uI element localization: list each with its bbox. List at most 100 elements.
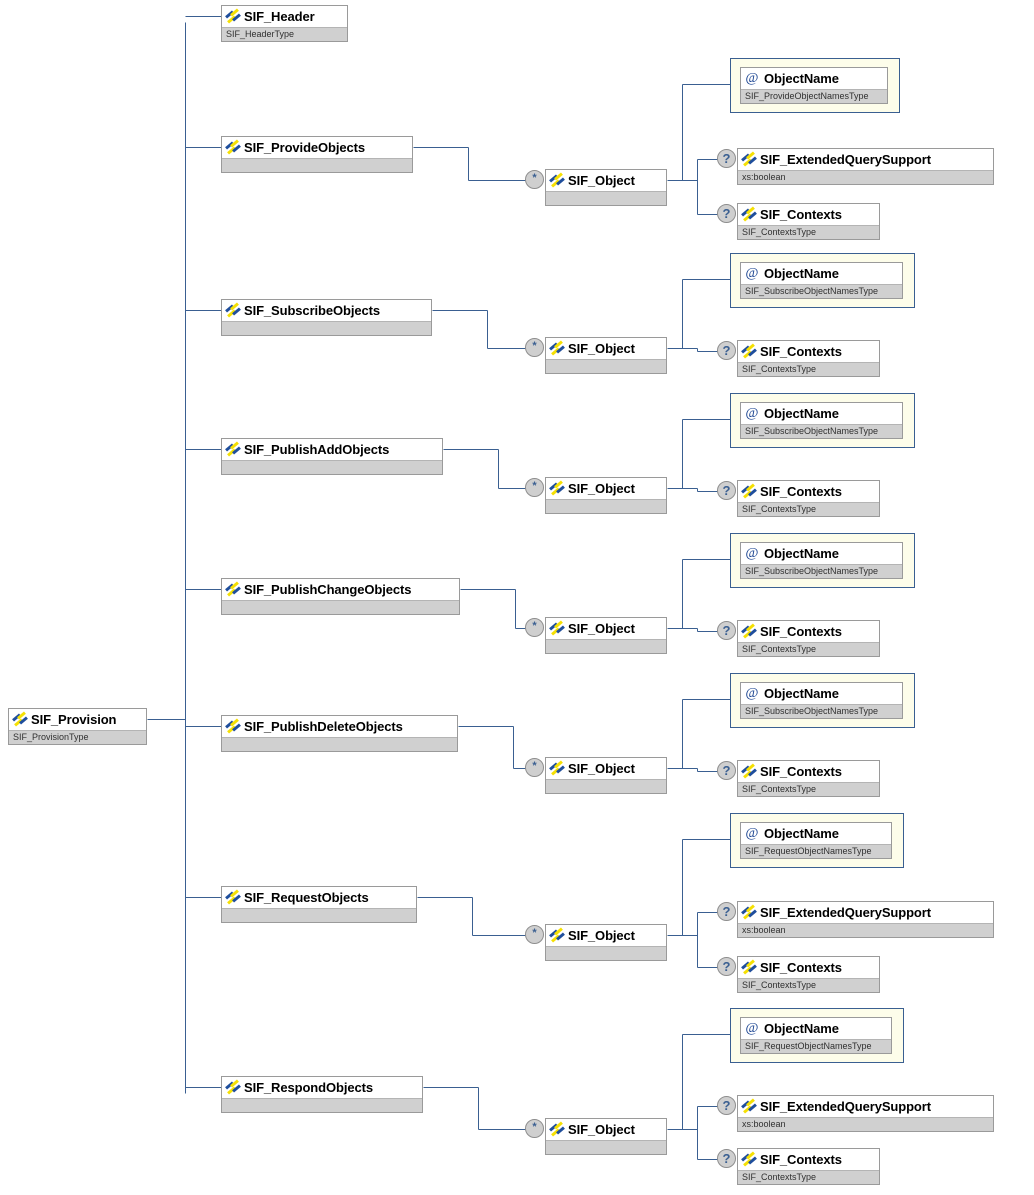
node-label: SIF_SubscribeObjects [244, 303, 380, 318]
element-icon [225, 302, 241, 318]
node-title-row: SIF_Object [546, 925, 666, 946]
node-label: SIF_Object [568, 481, 635, 496]
object-node-sif-object[interactable]: SIF_Object [545, 477, 667, 514]
branch-node-sif_provideobjects[interactable]: SIF_ProvideObjects [221, 136, 413, 173]
node-label: SIF_Object [568, 173, 635, 188]
occurrence-marker-unbounded: * [525, 925, 544, 944]
branch-node-sif_requestobjects[interactable]: SIF_RequestObjects [221, 886, 417, 923]
element-icon [741, 206, 757, 222]
element-icon [225, 889, 241, 905]
node-label: SIF_Contexts [760, 344, 842, 359]
optional-marker: ? [717, 621, 736, 640]
element-icon [225, 8, 241, 24]
element-icon [225, 1079, 241, 1095]
node-type-bar: SIF_RequestObjectNamesType [741, 844, 891, 858]
element-icon [741, 763, 757, 779]
occurrence-marker-unbounded: * [525, 1119, 544, 1138]
element-icon [549, 172, 565, 188]
node-title-row: SIF_SubscribeObjects [222, 300, 431, 321]
node-label: ObjectName [764, 1021, 839, 1036]
object-node-sif-object[interactable]: SIF_Object [545, 169, 667, 206]
node-type-label: xs:boolean [742, 172, 786, 182]
node-type-label: SIF_ProvisionType [13, 732, 89, 742]
branch-node-sif_publishdeleteobjects[interactable]: SIF_PublishDeleteObjects [221, 715, 458, 752]
branch-node-sif_subscribeobjects[interactable]: SIF_SubscribeObjects [221, 299, 432, 336]
branch-node-sif_publishchangeobjects[interactable]: SIF_PublishChangeObjects [221, 578, 460, 615]
node-type-label: SIF_SubscribeObjectNamesType [745, 426, 879, 436]
element-icon [549, 620, 565, 636]
optional-marker: ? [717, 1149, 736, 1168]
node-label: ObjectName [764, 406, 839, 421]
node-title-row: SIF_ExtendedQuerySupport [738, 1096, 993, 1117]
node-title-row: @ObjectName [741, 68, 887, 89]
attribute-icon: @ [745, 545, 759, 561]
node-type-bar: SIF_SubscribeObjectNamesType [741, 424, 902, 438]
attribute-icon: @ [745, 265, 759, 281]
node-type-bar [546, 1140, 666, 1154]
node-type-label: SIF_ContextsType [742, 980, 817, 990]
node-title-row: SIF_RespondObjects [222, 1077, 422, 1098]
node-title-row: SIF_PublishDeleteObjects [222, 716, 457, 737]
node-type-bar [222, 600, 459, 614]
node-label: SIF_Object [568, 621, 635, 636]
node-title-row: @ObjectName [741, 403, 902, 424]
element-icon [741, 959, 757, 975]
object-node-sif-object[interactable]: SIF_Object [545, 337, 667, 374]
occurrence-marker-unbounded: * [525, 478, 544, 497]
element-icon [741, 151, 757, 167]
node-label: SIF_Object [568, 761, 635, 776]
child-node-sif_extendedquerysupport[interactable]: SIF_ExtendedQuerySupport xs:boolean [737, 148, 994, 185]
object-node-sif-object[interactable]: SIF_Object [545, 757, 667, 794]
occurrence-marker-unbounded: * [525, 618, 544, 637]
node-title-row: SIF_Contexts [738, 957, 879, 978]
object-node-sif-object[interactable]: SIF_Object [545, 617, 667, 654]
element-icon [225, 581, 241, 597]
node-title-row: SIF_Contexts [738, 1149, 879, 1170]
node-type-label: SIF_SubscribeObjectNamesType [745, 566, 879, 576]
object-node-sif-object[interactable]: SIF_Object [545, 1118, 667, 1155]
node-type-bar [222, 737, 457, 751]
attribute-icon: @ [745, 685, 759, 701]
node-label: SIF_ExtendedQuerySupport [760, 152, 931, 167]
element-icon [225, 441, 241, 457]
node-type-bar: SIF_ContextsType [738, 225, 879, 239]
node-type-label: SIF_ContextsType [742, 644, 817, 654]
element-icon [549, 927, 565, 943]
node-title-row: SIF_Provision [9, 709, 146, 730]
optional-marker: ? [717, 1096, 736, 1115]
node-type-bar: SIF_ContextsType [738, 782, 879, 796]
node-title-row: SIF_ExtendedQuerySupport [738, 149, 993, 170]
optional-marker: ? [717, 204, 736, 223]
node-label: SIF_PublishChangeObjects [244, 582, 412, 597]
branch-node-sif_respondobjects[interactable]: SIF_RespondObjects [221, 1076, 423, 1113]
node-type-label: SIF_ContextsType [742, 227, 817, 237]
node-type-bar: xs:boolean [738, 1117, 993, 1131]
node-type-bar: SIF_RequestObjectNamesType [741, 1039, 891, 1053]
node-label: SIF_PublishAddObjects [244, 442, 390, 457]
node-title-row: SIF_Contexts [738, 204, 879, 225]
object-node-sif-object[interactable]: SIF_Object [545, 924, 667, 961]
branch-node-sif_publishaddobjects[interactable]: SIF_PublishAddObjects [221, 438, 443, 475]
occurrence-marker-unbounded: * [525, 758, 544, 777]
node-title-row: SIF_RequestObjects [222, 887, 416, 908]
node-label: ObjectName [764, 71, 839, 86]
node-title-row: SIF_Header [222, 6, 347, 27]
